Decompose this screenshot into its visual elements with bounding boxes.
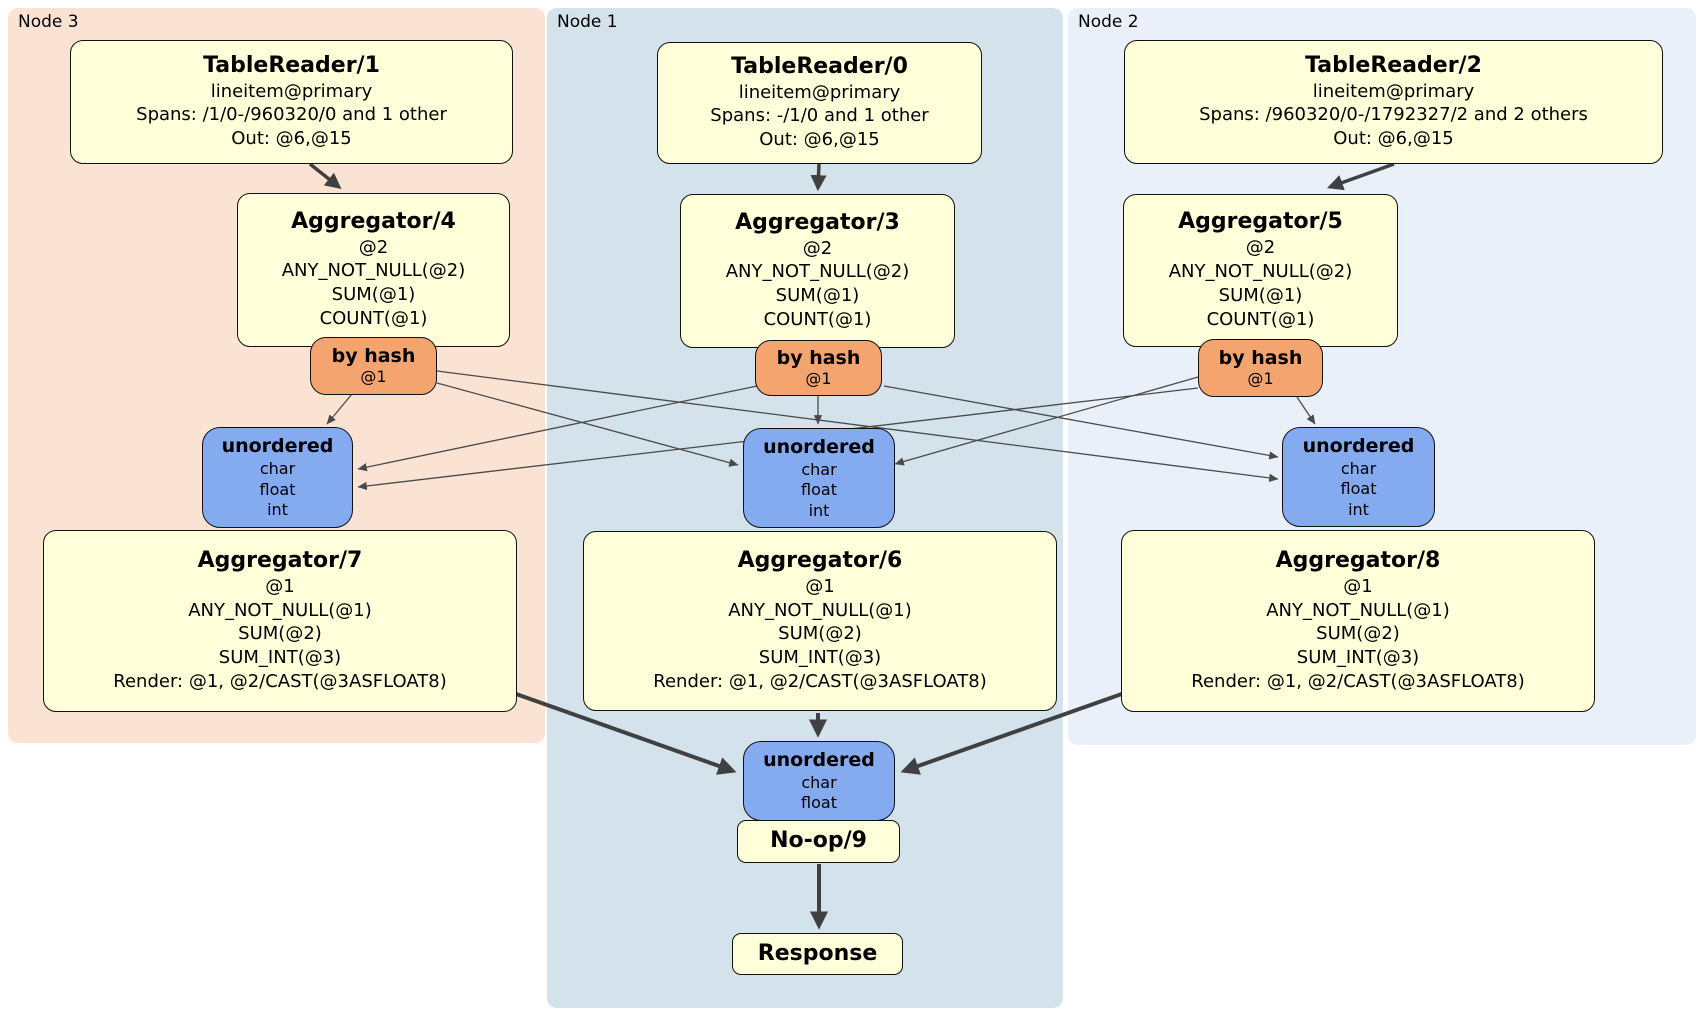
- tablereader-1-spans: Spans: /1/0-/960320/0 and 1 other: [136, 104, 447, 126]
- sync-final-type-2: float: [801, 793, 837, 813]
- aggregator-3-box: Aggregator/3 @2 ANY_NOT_NULL(@2) SUM(@1)…: [680, 194, 955, 348]
- tablereader-0-spans: Spans: -/1/0 and 1 other: [710, 105, 929, 127]
- response-box: Response: [732, 933, 903, 975]
- noop-box: No-op/9: [737, 820, 900, 863]
- unordered-sync-final-title: unordered: [763, 749, 875, 772]
- aggregator-5-group: @2: [1245, 237, 1276, 259]
- aggregator-6-fn1: ANY_NOT_NULL(@1): [728, 599, 912, 621]
- tablereader-0-index: lineitem@primary: [738, 81, 901, 103]
- aggregator-6-group: @1: [805, 575, 835, 597]
- aggregator-8-fn1: ANY_NOT_NULL(@1): [1266, 599, 1450, 621]
- unordered-sync-right: unordered char float int: [1282, 427, 1435, 527]
- aggregator-7-group: @1: [265, 575, 295, 597]
- aggregator-8-render: Render: @1, @2/CAST(@3ASFLOAT8): [1191, 671, 1525, 693]
- tablereader-1-box: TableReader/1 lineitem@primary Spans: /1…: [70, 40, 513, 164]
- aggregator-6-render: Render: @1, @2/CAST(@3ASFLOAT8): [653, 671, 987, 693]
- aggregator-5-title: Aggregator/5: [1178, 209, 1343, 235]
- aggregator-6-title: Aggregator/6: [737, 547, 903, 573]
- aggregator-3-fn2: SUM(@1): [775, 285, 860, 307]
- sync-final-type-1: char: [801, 772, 837, 792]
- aggregator-5-fn1: ANY_NOT_NULL(@2): [1168, 260, 1353, 282]
- sync-right-type-1: char: [1340, 458, 1377, 478]
- aggregator-5-fn3: COUNT(@1): [1206, 308, 1315, 330]
- aggregator-7-fn3: SUM_INT(@3): [218, 647, 342, 669]
- aggregator-8-group: @1: [1343, 575, 1373, 597]
- aggregator-8-title: Aggregator/8: [1275, 547, 1441, 573]
- aggregator-8-box: Aggregator/8 @1 ANY_NOT_NULL(@1) SUM(@2)…: [1121, 530, 1595, 712]
- tablereader-1-out: Out: @6,@15: [231, 128, 352, 150]
- hash-router-left-title: by hash: [331, 344, 416, 367]
- hash-router-right-cols: @1: [1247, 368, 1274, 388]
- aggregator-3-title: Aggregator/3: [735, 209, 900, 235]
- tablereader-1-index: lineitem@primary: [210, 80, 373, 102]
- noop-title: No-op/9: [770, 828, 867, 854]
- sync-right-type-2: float: [1340, 479, 1377, 499]
- aggregator-4-box: Aggregator/4 @2 ANY_NOT_NULL(@2) SUM(@1)…: [237, 193, 510, 347]
- sync-center-type-1: char: [801, 459, 837, 479]
- unordered-sync-left-title: unordered: [221, 435, 334, 458]
- node1-label: Node 1: [557, 12, 618, 32]
- hash-router-right-title: by hash: [1218, 346, 1303, 369]
- aggregator-3-group: @2: [802, 237, 833, 259]
- unordered-sync-right-title: unordered: [1302, 434, 1415, 457]
- aggregator-6-fn3: SUM_INT(@3): [758, 647, 882, 669]
- aggregator-8-fn2: SUM(@2): [1316, 623, 1400, 645]
- tablereader-0-box: TableReader/0 lineitem@primary Spans: -/…: [657, 42, 982, 164]
- aggregator-4-fn3: COUNT(@1): [319, 308, 428, 330]
- aggregator-4-fn1: ANY_NOT_NULL(@2): [281, 260, 466, 282]
- aggregator-5-fn2: SUM(@1): [1218, 284, 1303, 306]
- aggregator-4-title: Aggregator/4: [291, 208, 456, 234]
- tablereader-2-box: TableReader/2 lineitem@primary Spans: /9…: [1124, 40, 1663, 164]
- unordered-sync-left: unordered char float int: [202, 427, 353, 528]
- tablereader-0-title: TableReader/0: [731, 53, 908, 79]
- unordered-sync-center: unordered char float int: [743, 428, 895, 528]
- tablereader-2-spans: Spans: /960320/0-/1792327/2 and 2 others: [1199, 104, 1588, 126]
- reader-to-aggregator-arrows: [308, 162, 1395, 192]
- aggregator-3-fn3: COUNT(@1): [763, 309, 872, 331]
- hash-router-center-cols: @1: [805, 368, 832, 388]
- sync-right-type-3: int: [1348, 499, 1369, 519]
- hash-router-right: by hash @1: [1198, 339, 1323, 397]
- sync-center-type-3: int: [808, 500, 830, 520]
- aggregator-4-group: @2: [358, 236, 389, 258]
- aggregator-8-fn3: SUM_INT(@3): [1296, 647, 1420, 669]
- node2-label: Node 2: [1078, 12, 1139, 32]
- tablereader-2-title: TableReader/2: [1305, 52, 1482, 78]
- tablereader-1-title: TableReader/1: [203, 52, 380, 78]
- sync-left-type-1: char: [259, 459, 296, 479]
- sync-center-type-2: float: [801, 480, 837, 500]
- aggregator-7-box: Aggregator/7 @1 ANY_NOT_NULL(@1) SUM(@2)…: [43, 530, 517, 712]
- aggregator-to-sync-arrows: [504, 688, 1134, 930]
- hash-router-left: by hash @1: [310, 337, 437, 395]
- hash-router-center-title: by hash: [776, 346, 861, 369]
- node3-label: Node 3: [18, 12, 79, 32]
- aggregator-7-title: Aggregator/7: [197, 547, 363, 573]
- aggregator-4-fn2: SUM(@1): [331, 284, 416, 306]
- aggregator-6-fn2: SUM(@2): [778, 623, 862, 645]
- tablereader-2-index: lineitem@primary: [1312, 80, 1475, 102]
- aggregator-5-box: Aggregator/5 @2 ANY_NOT_NULL(@2) SUM(@1)…: [1123, 194, 1398, 347]
- aggregator-7-fn1: ANY_NOT_NULL(@1): [188, 599, 372, 621]
- tablereader-2-out: Out: @6,@15: [1333, 128, 1454, 150]
- unordered-sync-center-title: unordered: [763, 435, 875, 458]
- aggregator-6-box: Aggregator/6 @1 ANY_NOT_NULL(@1) SUM(@2)…: [583, 531, 1057, 711]
- aggregator-3-fn1: ANY_NOT_NULL(@2): [725, 261, 910, 283]
- aggregator-7-fn2: SUM(@2): [238, 623, 322, 645]
- hash-router-center: by hash @1: [755, 340, 882, 396]
- sync-left-type-2: float: [259, 479, 296, 499]
- aggregator-7-render: Render: @1, @2/CAST(@3ASFLOAT8): [113, 671, 447, 693]
- tablereader-0-out: Out: @6,@15: [759, 129, 880, 151]
- hash-router-left-cols: @1: [360, 366, 387, 386]
- sync-left-type-3: int: [267, 500, 288, 520]
- unordered-sync-final: unordered char float: [743, 741, 895, 821]
- response-title: Response: [757, 940, 878, 966]
